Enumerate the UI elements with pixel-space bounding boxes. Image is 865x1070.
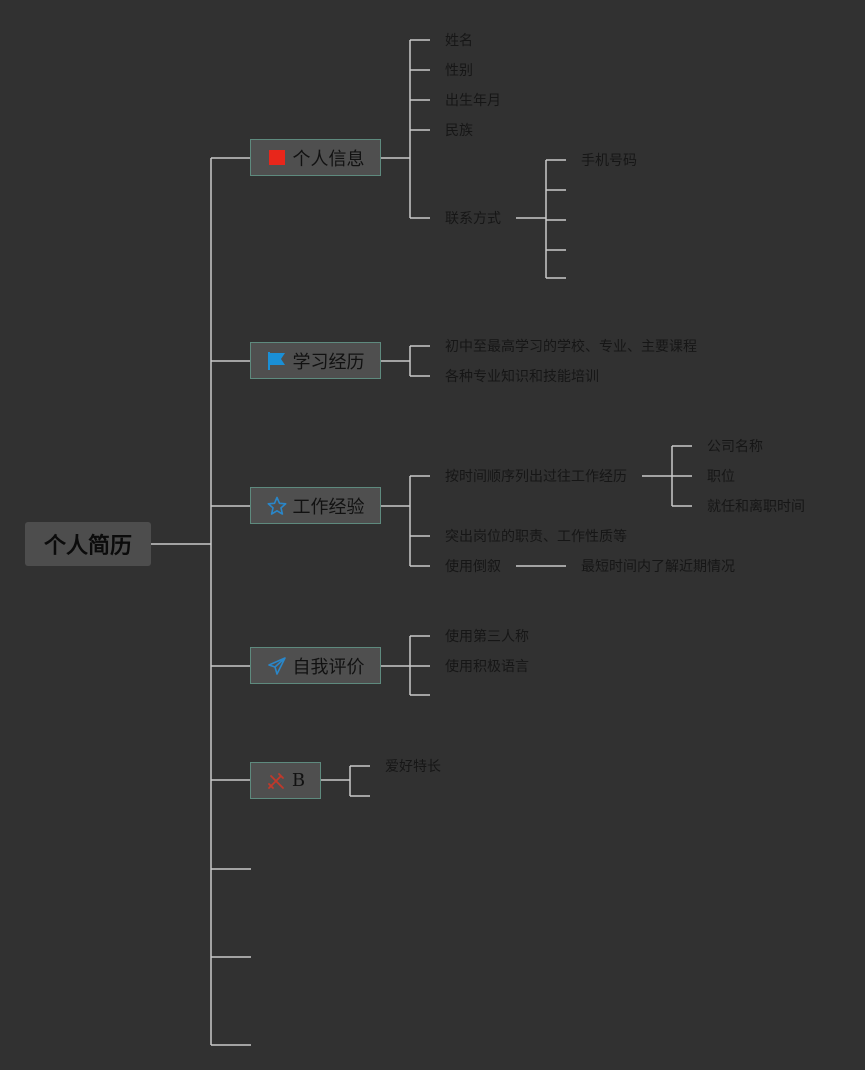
branch-node-b[interactable]: B xyxy=(250,762,321,799)
root-label: 个人简历 xyxy=(43,534,132,559)
branch-node-work-experience[interactable]: 工作经验 xyxy=(250,487,381,524)
leaf-position[interactable]: 职位 xyxy=(707,469,735,485)
leaf-tenure[interactable]: 就任和离职时间 xyxy=(707,499,805,515)
leaf-work-history[interactable]: 按时间顺序列出过往工作经历 xyxy=(445,469,627,485)
branch-label: 学习经历 xyxy=(292,351,365,373)
branch-node-self-evaluation[interactable]: 自我评价 xyxy=(250,647,381,684)
leaf-company-name[interactable]: 公司名称 xyxy=(707,439,763,455)
leaf-birth-date[interactable]: 出生年月 xyxy=(445,93,501,109)
connector-work xyxy=(380,475,430,567)
branch-label: 个人信息 xyxy=(292,148,365,170)
branch-label: 自我评价 xyxy=(292,656,365,678)
connector-personal-info xyxy=(380,39,430,219)
leaf-responsibilities[interactable]: 突出岗位的职责、工作性质等 xyxy=(445,529,627,545)
leaf-schools[interactable]: 初中至最高学习的学校、专业、主要课程 xyxy=(445,339,697,355)
branch-node-education[interactable]: 学习经历 xyxy=(250,342,381,379)
leaf-training[interactable]: 各种专业知识和技能培训 xyxy=(445,369,599,385)
connector-self-eval xyxy=(380,635,430,696)
leaf-hobbies[interactable]: 爱好特长 xyxy=(385,759,441,775)
crossed-tools-icon xyxy=(266,771,286,791)
leaf-positive-language[interactable]: 使用积极语言 xyxy=(445,659,529,675)
connector-work-history xyxy=(642,445,692,507)
connector-education xyxy=(380,345,430,377)
leaf-gender[interactable]: 性别 xyxy=(445,63,473,79)
root-node[interactable]: 个人简历 xyxy=(25,522,151,566)
connector-contact xyxy=(516,159,566,279)
leaf-ethnicity[interactable]: 民族 xyxy=(445,123,473,139)
branch-label: 工作经验 xyxy=(292,496,365,518)
branch-node-personal-info[interactable]: 个人信息 xyxy=(250,139,381,176)
blue-flag-icon xyxy=(267,351,287,371)
leaf-name[interactable]: 姓名 xyxy=(445,33,473,49)
branch-label: B xyxy=(291,770,306,791)
star-outline-icon xyxy=(267,496,287,516)
leaf-phone[interactable]: 手机号码 xyxy=(581,153,637,169)
leaf-recent-note[interactable]: 最短时间内了解近期情况 xyxy=(581,559,735,575)
red-square-flag-icon xyxy=(267,148,287,168)
connector-hobby xyxy=(320,765,370,797)
leaf-contact[interactable]: 联系方式 xyxy=(445,211,501,227)
paper-plane-icon xyxy=(267,656,287,676)
leaf-reverse-order[interactable]: 使用倒叙 xyxy=(445,559,501,575)
leaf-third-person[interactable]: 使用第三人称 xyxy=(445,629,529,645)
